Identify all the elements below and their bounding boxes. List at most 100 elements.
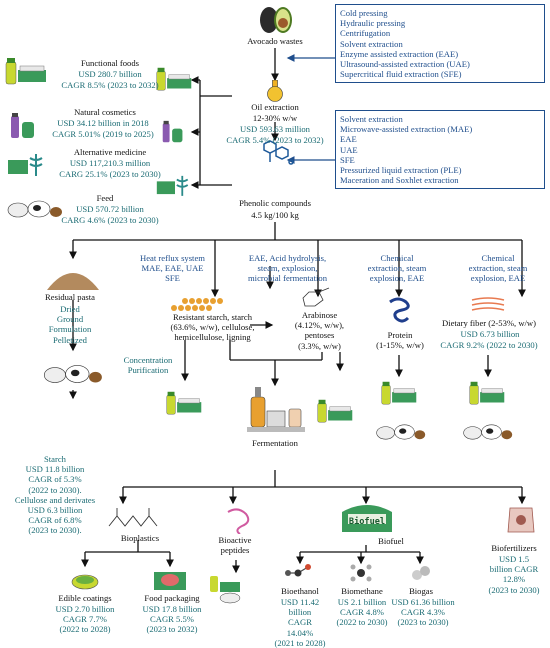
biofertilizers-title: Biofertilizers xyxy=(491,543,537,553)
edible-coatings-title: Edible coatings xyxy=(58,593,112,603)
phenolic-method-line: Maceration and Soxhlet extraction xyxy=(340,175,459,186)
phenolic-method-line: Microwave-assisted extraction (MAE) xyxy=(340,124,473,135)
starch-market-line: CAGR of 5.3% xyxy=(28,474,82,485)
protein-line: Protein xyxy=(387,330,413,340)
bioethanol-line: 14.04% xyxy=(286,627,314,638)
protein-line: (1-15%, w/w) xyxy=(376,340,424,351)
arabinose-method: EAE, Acid hydrolysis,steam, explosion,mi… xyxy=(225,253,350,284)
biofertilizers-line: billion CAGR xyxy=(489,564,539,575)
phenolic-method-line: EAE xyxy=(340,134,357,145)
functional-foods-title: Functional foods xyxy=(80,58,139,68)
animals-icon-3 xyxy=(376,424,426,440)
starch-market-line: (2022 to 2030). xyxy=(28,484,82,495)
arabinose-method-line: EAE, Acid hydrolysis, xyxy=(248,253,327,263)
avocado-wastes-label: Avocado wastes xyxy=(247,36,303,46)
oil-market: USD 593.63 million xyxy=(240,124,310,134)
fiber-method-line: extraction, steam xyxy=(468,263,528,274)
packaging-line: CAGR 5.5% xyxy=(150,614,194,625)
bioplastics-label: Bioplastics xyxy=(120,533,160,543)
starch-composition: Resistant starch, starch(63.6%, w/w), ce… xyxy=(150,312,275,343)
molecule-icon xyxy=(263,140,294,165)
oil-extraction-title: Oil extraction xyxy=(251,102,299,112)
phenolic-method-line: SFE xyxy=(340,154,355,165)
alternative-medicine-value: USD 117,210.3 million xyxy=(69,158,151,168)
biofertilizers-line: 12.8% xyxy=(502,574,526,585)
starch-method-line: MAE, EAE, UAE xyxy=(141,263,204,274)
packaging-line: (2023 to 2032) xyxy=(146,624,198,635)
starch-market-line: CAGR of 6.8% xyxy=(28,515,82,526)
phenolic-title: Phenolic compounds xyxy=(239,198,311,208)
bioethanol-line: CAGR xyxy=(288,617,312,628)
peptide-icon xyxy=(227,508,250,534)
medicine-icon xyxy=(8,154,43,176)
biofertilizers-line: USD 1.5 xyxy=(498,554,530,564)
arabinose-method-line: microbial fermentation xyxy=(248,273,327,284)
ethanol-molecule-icon xyxy=(285,564,311,577)
bioplastics-structure-icon xyxy=(108,508,158,527)
arabinose-line: Arabinose xyxy=(301,310,338,320)
bioethanol-line: billion xyxy=(288,607,312,618)
supplement-animals-icon xyxy=(210,576,241,604)
cosmetics-icon-2 xyxy=(162,120,183,143)
residual-pasta-title: Residual pasta xyxy=(45,292,95,302)
oil-method-line: Ultrasound-assisted extraction (UAE) xyxy=(340,59,470,70)
starch-composition-line: Resistant starch, starch xyxy=(173,312,252,322)
edible-coating-icon xyxy=(71,574,99,590)
fiber-title: Dietary fiber (2-53%, w/w) xyxy=(441,318,537,328)
food-packaging-title: Food packaging xyxy=(144,593,200,603)
residual-step-line: Ground xyxy=(56,314,84,325)
fiber-method-line: Chemical xyxy=(481,253,515,263)
animals-icon-2 xyxy=(43,365,102,383)
edible-line: CAGR 7.7% xyxy=(63,614,107,625)
feed-title: Feed xyxy=(96,193,114,203)
natural-cosmetics-cagr: CAGR 5.01% (2019 to 2025) xyxy=(52,129,154,139)
supplement-icon-4 xyxy=(469,381,505,405)
feed-value: USD 570.72 billion xyxy=(76,204,144,214)
peptides-line: Bioactive xyxy=(218,535,252,545)
fertilizer-bag-icon xyxy=(507,507,535,533)
biomethane-line: CAGR 4.8% xyxy=(340,607,384,618)
biogas-line: (2023 to 2030) xyxy=(397,617,449,628)
cosmetics-icon xyxy=(11,113,34,138)
bioethanol-line: (2021 to 2028) xyxy=(274,637,326,648)
arabinose-structure-icon xyxy=(302,287,330,307)
pasta-pile-icon xyxy=(47,273,99,290)
oil-method-line: Cold pressing xyxy=(340,8,388,18)
protein-method-line: Chemical xyxy=(380,253,414,263)
supplement-icon-1 xyxy=(166,391,202,415)
biofertilizers-line: (2023 to 2030) xyxy=(488,584,540,595)
fiber-icon xyxy=(471,297,505,311)
edible-line: USD 2.70 billion xyxy=(55,604,115,614)
protein-method-line: extraction, steam xyxy=(367,263,427,274)
starch-market-line: Starch xyxy=(44,454,66,464)
arabinose-method-line: steam, explosion, xyxy=(257,263,318,274)
packaging-line: USD 17.8 billion xyxy=(142,604,202,614)
bioethanol-line: USD 11.42 xyxy=(280,597,320,607)
functional-foods-value: USD 280.7 billion xyxy=(78,69,142,79)
oil-method-line: Enzyme assisted extraction (EAE) xyxy=(340,48,459,59)
methane-molecule-icon xyxy=(350,564,372,582)
animals-icon xyxy=(7,200,62,218)
starch-market-line: Cellulose and derivates xyxy=(14,494,96,505)
animals-icon-4 xyxy=(463,424,513,440)
phenolic-method-line: Solvent extraction xyxy=(340,114,403,124)
medicine-icon-2 xyxy=(156,175,189,196)
feed-cagr: CARG 4.6% (2023 to 2030) xyxy=(61,215,159,225)
functional-foods-icon-2 xyxy=(156,67,192,91)
food-package-icon xyxy=(154,572,186,590)
oil-method-line: Hydraulic pressing xyxy=(340,18,406,29)
phenolic-method-line: Pressurized liquid extraction (PLE) xyxy=(340,165,462,176)
biogas-bubbles-icon xyxy=(412,566,430,580)
oil-method-line: Solvent extraction xyxy=(340,38,403,49)
